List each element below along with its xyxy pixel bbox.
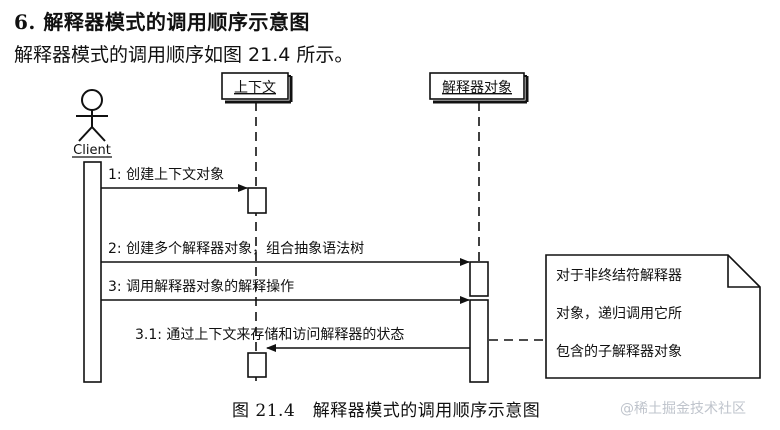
- activation-context-2: [247, 352, 267, 378]
- lifeline-label-interpreter: 解释器对象: [442, 80, 512, 96]
- figure-caption: 图 21.4 解释器模式的调用顺序示意图: [232, 401, 541, 421]
- message-label-2: 2: 创建多个解释器对象，组合抽象语法树: [108, 240, 364, 257]
- note-box: 对于非终结符解释器 对象，递归调用它所 包含的子解释器对象: [545, 254, 761, 379]
- intro-text: 解释器模式的调用顺序如图 21.4 所示。: [14, 44, 354, 66]
- watermark: @稀土掘金技术社区: [620, 401, 746, 417]
- lifeline-header-context: 上下文: [221, 72, 293, 104]
- lifeline-header-interpreter: 解释器对象: [429, 72, 529, 104]
- note-line-1: 对于非终结符解释器: [556, 268, 682, 284]
- section-heading: 6. 解释器模式的调用顺序示意图: [14, 10, 310, 34]
- activation-interpreter-2: [469, 299, 489, 383]
- message-label-3-1: 3.1: 通过上下文来存储和访问解释器的状态: [135, 327, 404, 343]
- activation-client: [83, 161, 102, 383]
- activation-interpreter-1: [469, 261, 489, 297]
- activation-context-1: [247, 187, 267, 214]
- actor-label: Client: [73, 143, 111, 158]
- message-label-1: 1: 创建上下文对象: [108, 167, 224, 183]
- client-actor-icon: [76, 89, 108, 142]
- note-line-2: 对象，递归调用它所: [556, 305, 682, 322]
- note-line-3: 包含的子解释器对象: [556, 344, 682, 360]
- message-label-3: 3: 调用解释器对象的解释操作: [108, 279, 294, 295]
- lifeline-label-context: 上下文: [234, 80, 276, 96]
